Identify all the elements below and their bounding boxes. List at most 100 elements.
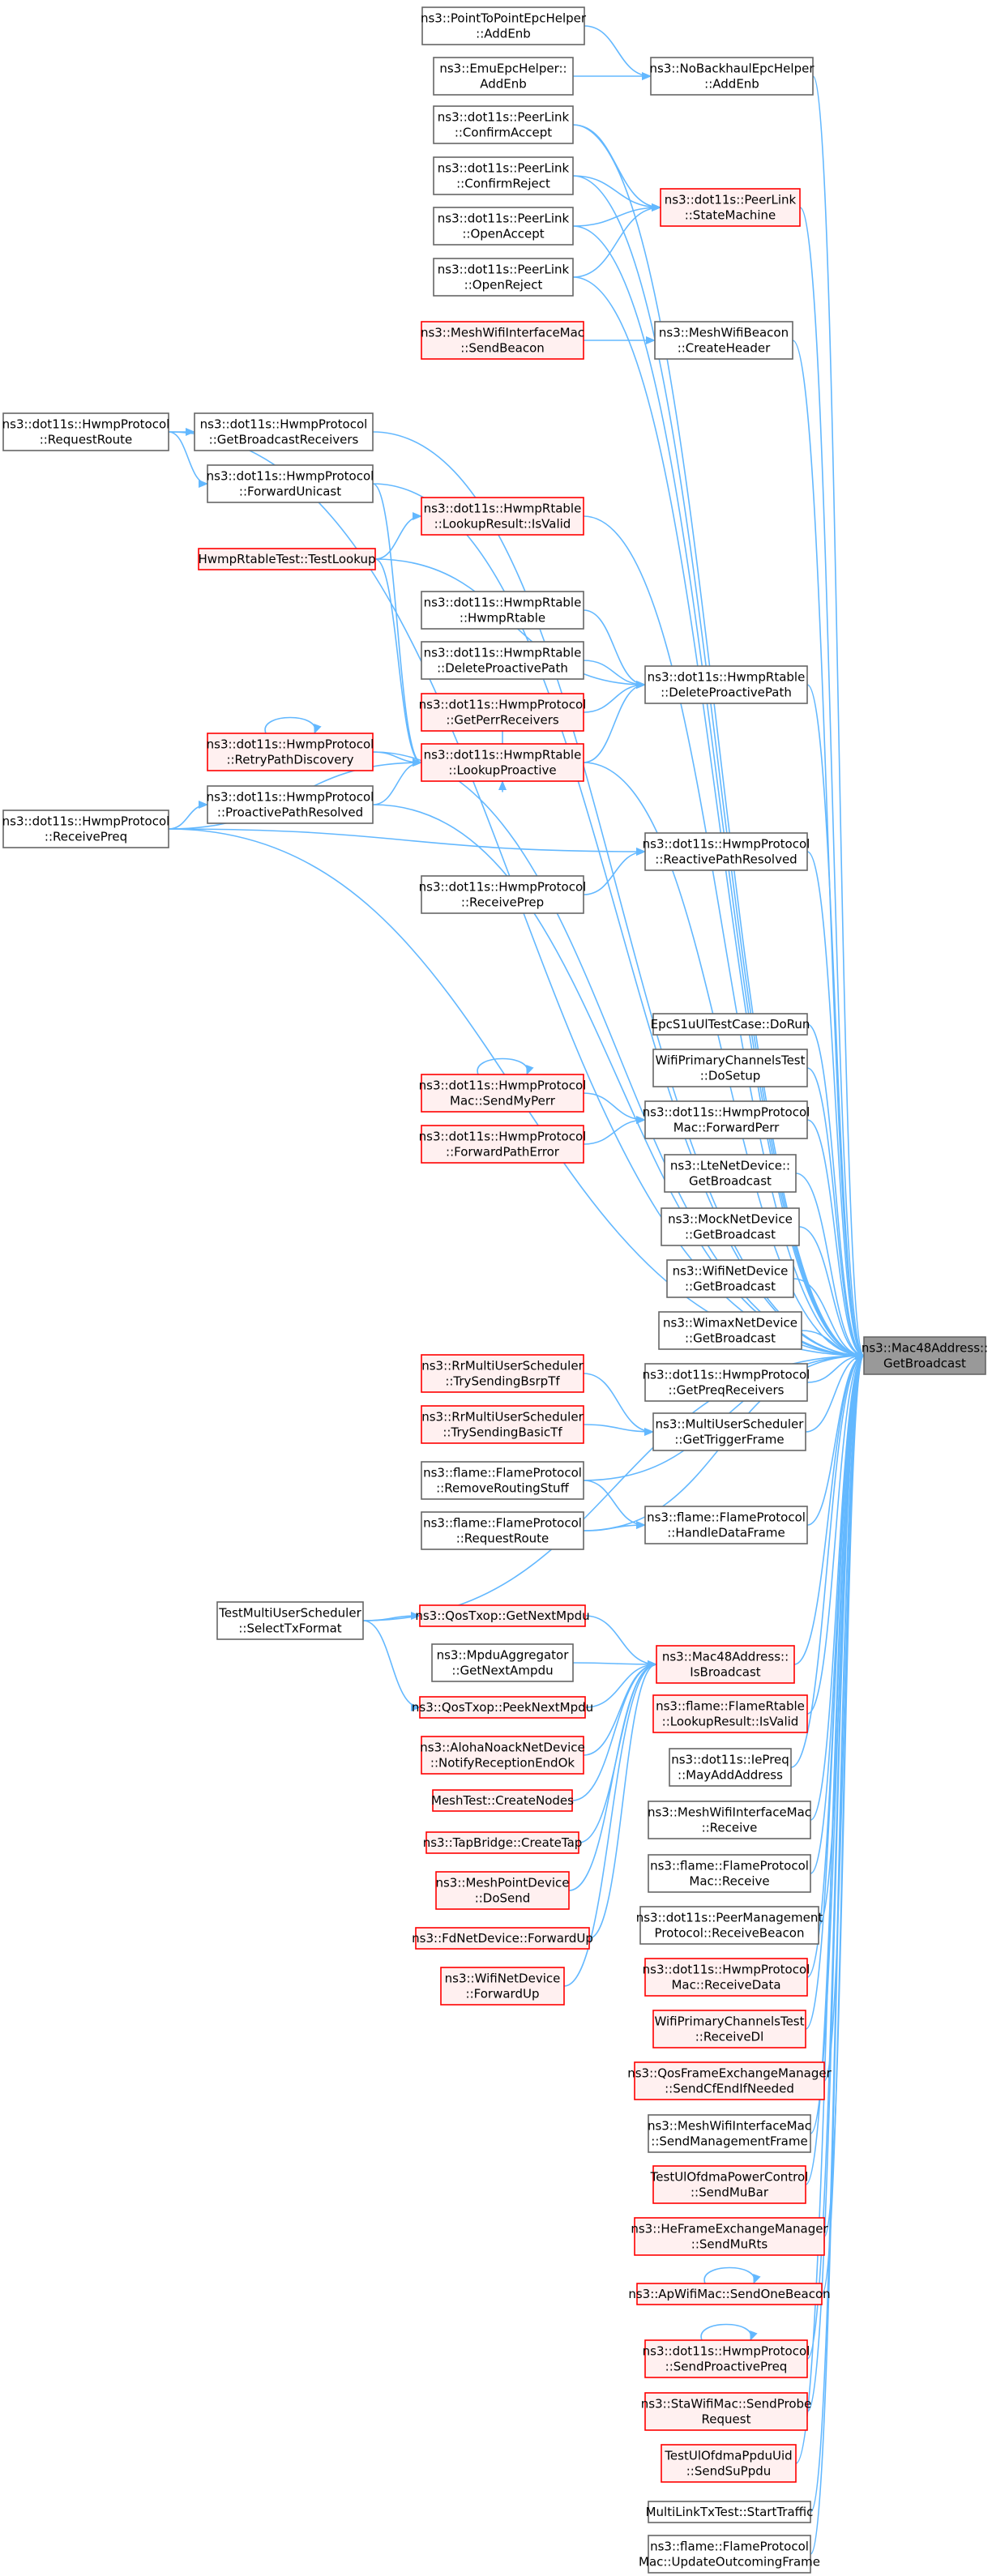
node-get-bcast-recv[interactable]: ns3::dot11s::HwmpProtocol::GetBroadcastR…: [194, 412, 374, 451]
node-qos-get-next-mpdu[interactable]: ns3::QosTxop::GetNextMpdu: [415, 1604, 590, 1627]
node-tap-create-tap[interactable]: ns3::TapBridge::CreateTap: [423, 1831, 583, 1854]
node-box: [421, 1405, 584, 1444]
node-confirm-accept[interactable]: ns3::dot11s::PeerLink::ConfirmAccept: [433, 105, 574, 144]
edge-lookup-proactive-to-del-proactive2: [583, 681, 646, 763]
node-wifi-get-bcast[interactable]: ns3::WifiNetDevice::GetBroadcast: [666, 1259, 794, 1298]
node-send-beacon[interactable]: ns3::MeshWifiInterfaceMac::SendBeacon: [421, 321, 584, 360]
node-lte-get-bcast[interactable]: ns3::LteNetDevice::GetBroadcast: [664, 1154, 797, 1193]
node-ie-preq-may-add[interactable]: ns3::dot11s::IePreq::MayAddAddress: [669, 1748, 792, 1787]
node-label: ::TrySendingBsrpTf: [445, 1374, 560, 1389]
node-lookup-proactive[interactable]: ns3::dot11s::HwmpRtable::LookupProactive: [421, 743, 584, 782]
node-wifi-forward-up[interactable]: ns3::WifiNetDevice::ForwardUp: [440, 1967, 565, 2006]
edge-group: [810, 1352, 865, 2134]
node-request-route[interactable]: ns3::dot11s::HwmpProtocol::RequestRoute: [2, 412, 170, 451]
edge-wifi-prim-receive-dl-to-target: [805, 1352, 865, 2030]
node-try-send-bsrp[interactable]: ns3::RrMultiUserScheduler::TrySendingBsr…: [421, 1354, 584, 1393]
node-forward-path-error[interactable]: ns3::dot11s::HwmpProtocol::ForwardPathEr…: [419, 1125, 587, 1164]
node-label: ns3::MeshWifiBeacon: [659, 326, 789, 340]
edge-group: [806, 1352, 865, 2360]
node-hwmp-mac-receive-data[interactable]: ns3::dot11s::HwmpProtocolMac::ReceiveDat…: [643, 1958, 810, 1997]
node-qos-peek-next-mpdu[interactable]: ns3::QosTxop::PeekNextMpdu: [412, 1696, 593, 1719]
node-flame-request-route[interactable]: ns3::flame::FlameProtocol::RequestRoute: [421, 1511, 584, 1550]
node-box: [425, 1831, 579, 1854]
node-del-proactive2[interactable]: ns3::dot11s::HwmpRtable::DeleteProactive…: [644, 665, 808, 704]
node-get-preq-recv[interactable]: ns3::dot11s::HwmpProtocol::GetPreqReceiv…: [643, 1363, 810, 1402]
node-reactive-resolved[interactable]: ns3::dot11s::HwmpProtocol::ReactivePathR…: [643, 832, 810, 871]
node-hwmp-test-lookup[interactable]: HwmpRtableTest::TestLookup: [198, 548, 376, 570]
node-forward-perr[interactable]: ns3::dot11s::HwmpProtocolMac::ForwardPer…: [643, 1100, 810, 1139]
node-qos-fem-send-cf-end[interactable]: ns3::QosFrameExchangeManager::SendCfEndI…: [627, 2061, 832, 2100]
node-flame-rtable-is-valid[interactable]: ns3::flame::FlameRtable::LookupResult::I…: [652, 1694, 808, 1733]
node-label: ::TrySendingBasicTf: [443, 1425, 562, 1440]
node-box: [666, 1259, 794, 1298]
node-get-perr-recv[interactable]: ns3::dot11s::HwmpProtocol::GetPerrReceiv…: [419, 693, 587, 732]
node-is-broadcast[interactable]: ns3::Mac48Address::IsBroadcast: [656, 1645, 795, 1684]
node-flame-mac-update-outgoing[interactable]: ns3::flame::FlameProtocolMac::UpdateOutc…: [639, 2535, 820, 2574]
node-wimax-get-bcast[interactable]: ns3::WimaxNetDevice::GetBroadcast: [658, 1311, 802, 1350]
node-mesh-create-nodes[interactable]: MeshTest::CreateNodes: [431, 1789, 574, 1812]
node-hwmp-rtable[interactable]: ns3::dot11s::HwmpRtable::HwmpRtable: [421, 591, 584, 630]
node-retry-path[interactable]: ns3::dot11s::HwmpProtocol::RetryPathDisc…: [207, 733, 374, 771]
node-select-tx-format[interactable]: TestMultiUserScheduler::SelectTxFormat: [216, 1601, 364, 1640]
node-label: ns3::dot11s::PeerLink: [438, 110, 570, 125]
node-receive-preq[interactable]: ns3::dot11s::HwmpProtocol::ReceivePreq: [2, 810, 170, 848]
node-create-header[interactable]: ns3::MeshWifiBeacon::CreateHeader: [654, 321, 793, 360]
node-peer-mgmt-receive-beacon[interactable]: ns3::dot11s::PeerManagementProtocol::Rec…: [636, 1906, 823, 1945]
node-layer: ns3::Mac48Address::GetBroadcast ns3::Poin…: [2, 6, 988, 2574]
node-hwmp-send-proactive-preq[interactable]: ns3::dot11s::HwmpProtocol::SendProactive…: [643, 2339, 810, 2378]
node-test-ul-ofdma-send-su-ppdu[interactable]: TestUlOfdmaPpduUid::SendSuPpdu: [661, 2444, 797, 2483]
edge-lte-get-bcast-to-target: [795, 1173, 865, 1360]
node-proactive-resolved[interactable]: ns3::dot11s::HwmpProtocol::ProactivePath…: [207, 785, 374, 824]
node-emu-helper[interactable]: ns3::EmuEpcHelper::AddEnb: [433, 57, 574, 96]
node-label: ns3::dot11s::PeerManagement: [636, 1911, 823, 1925]
node-epc-do-run[interactable]: EpcS1uUlTestCase::DoRun: [651, 1013, 810, 1036]
node-aloha-notify[interactable]: ns3::AlohaNoackNetDevice::NotifyReceptio…: [420, 1736, 585, 1775]
node-mpdu-aggregator[interactable]: ns3::MpduAggregator::GetNextAmpdu: [431, 1643, 574, 1682]
node-remove-routing[interactable]: ns3::flame::FlameProtocol::RemoveRouting…: [421, 1461, 584, 1500]
node-target[interactable]: ns3::Mac48Address::GetBroadcast: [862, 1336, 988, 1375]
node-label: ::ConfirmAccept: [455, 126, 552, 140]
node-del-proactive1[interactable]: ns3::dot11s::HwmpRtable::DeleteProactive…: [421, 641, 584, 680]
edge-request-route-to-forward-unicast: [168, 431, 208, 488]
node-receive-prep[interactable]: ns3::dot11s::HwmpProtocol::ReceivePrep: [419, 875, 587, 914]
node-label: ns3::dot11s::HwmpProtocol: [207, 737, 374, 752]
edge-open-accept-to-target: [572, 225, 865, 1360]
node-state-machine[interactable]: ns3::dot11s::PeerLink::StateMachine: [660, 188, 801, 227]
node-lookup-is-valid[interactable]: ns3::dot11s::HwmpRtable::LookupResult::I…: [421, 497, 584, 536]
node-label: ns3::QosTxop::PeekNextMpdu: [412, 1700, 593, 1715]
node-wifi-prim-do-setup[interactable]: WifiPrimaryChannelsTest::DoSetup: [652, 1049, 808, 1087]
node-mesh-if-receive[interactable]: ns3::MeshWifiInterfaceMac::Receive: [648, 1801, 811, 1839]
node-multi-link-start-traffic[interactable]: MultiLinkTxTest::StartTraffic: [646, 2501, 814, 2523]
node-label: Mac::ReceiveData: [671, 1978, 780, 1993]
node-label: ::SendMuBar: [691, 2185, 769, 2200]
node-mock-get-bcast[interactable]: ns3::MockNetDevice::GetBroadcast: [661, 1207, 800, 1246]
node-open-reject[interactable]: ns3::dot11s::PeerLink::OpenReject: [433, 258, 574, 297]
node-label: IsBroadcast: [690, 1665, 761, 1680]
node-label: HwmpRtableTest::TestLookup: [199, 552, 376, 566]
node-confirm-reject[interactable]: ns3::dot11s::PeerLink::ConfirmReject: [433, 156, 574, 195]
node-handle-data-frame[interactable]: ns3::flame::FlameProtocol::HandleDataFra…: [644, 1506, 808, 1544]
node-label: ::CreateHeader: [678, 341, 771, 356]
node-ap-send-one-beacon[interactable]: ns3::ApWifiMac::SendOneBeacon: [628, 2283, 831, 2305]
node-test-ul-ofdma-send-mu-bar[interactable]: TestUlOfdmaPowerControl::SendMuBar: [650, 2165, 809, 2204]
node-forward-unicast[interactable]: ns3::dot11s::HwmpProtocol::ForwardUnicas…: [207, 464, 374, 503]
edge-forward-path-error-to-forward-perr: [583, 1116, 646, 1145]
node-p2p-helper[interactable]: ns3::PointToPointEpcHelper::AddEnb: [421, 6, 587, 45]
node-try-send-basic[interactable]: ns3::RrMultiUserScheduler::TrySendingBas…: [421, 1405, 584, 1444]
node-no-backhaul[interactable]: ns3::NoBackhaulEpcHelper::AddEnb: [650, 57, 815, 96]
edge-hwmp-send-proactive-preq-to-hwmp-send-proactive-preq: [700, 2323, 758, 2341]
node-box: [207, 464, 374, 503]
edge-group: [703, 2266, 761, 2284]
node-open-accept[interactable]: ns3::dot11s::PeerLink::OpenAccept: [433, 207, 574, 246]
node-get-trigger-frame[interactable]: ns3::MultiUserScheduler::GetTriggerFrame: [652, 1412, 806, 1451]
node-wifi-prim-receive-dl[interactable]: WifiPrimaryChannelsTest::ReceiveDl: [652, 2010, 806, 2048]
node-mesh-point-do-send[interactable]: ns3::MeshPointDevice::DoSend: [435, 1871, 570, 1910]
node-label: EpcS1uUlTestCase::DoRun: [651, 1017, 810, 1032]
node-he-fem-send-mu-rts[interactable]: ns3::HeFrameExchangeManager::SendMuRts: [631, 2217, 828, 2256]
node-label: ns3::dot11s::PeerLink: [438, 211, 570, 226]
node-fd-forward-up[interactable]: ns3::FdNetDevice::ForwardUp: [412, 1927, 593, 1950]
node-mesh-if-send-mgmt[interactable]: ns3::MeshWifiInterfaceMac::SendManagemen…: [648, 2114, 811, 2153]
